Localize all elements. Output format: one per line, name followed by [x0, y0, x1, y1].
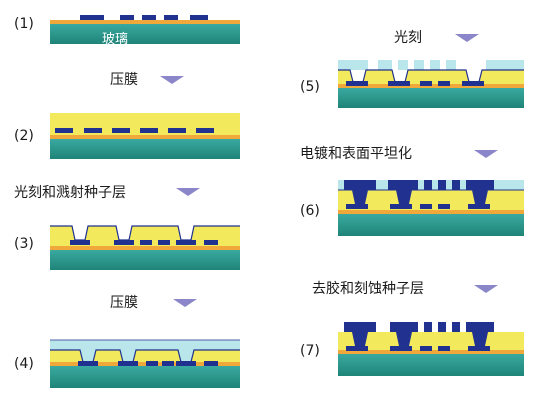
stage-3 [50, 225, 240, 270]
glass-substrate [50, 139, 240, 159]
via-openings [72, 226, 194, 240]
via-openings [80, 350, 194, 362]
stage-1 [50, 15, 240, 44]
orange-layer [338, 210, 524, 214]
orange-layer [50, 20, 240, 24]
step-label-6: (6) [300, 203, 320, 219]
stage-7 [338, 322, 524, 376]
arrow-down-icon [474, 285, 498, 293]
metal-pads [78, 361, 218, 366]
step-label-4: (4) [14, 356, 34, 372]
resist-layer [50, 340, 240, 350]
step-label-1: (1) [14, 16, 34, 32]
caption-plating: 电镀和表面平坦化 [300, 146, 412, 162]
orange-layer [338, 350, 524, 354]
metal-pads [55, 128, 214, 133]
resist-pattern [338, 60, 524, 70]
step-label-7: (7) [300, 343, 320, 359]
stage-4 [50, 339, 240, 388]
metal-pads [70, 240, 218, 245]
caption-strip-etch: 去胶和刻蚀种子层 [312, 281, 424, 297]
step-label-2: (2) [14, 128, 34, 144]
step-label-5: (5) [300, 79, 320, 95]
caption-litho: 光刻 [394, 30, 422, 46]
glass-substrate [338, 214, 524, 236]
glass-substrate [50, 250, 240, 270]
plated-copper [344, 322, 494, 351]
plated-copper [344, 180, 494, 209]
orange-layer [50, 362, 240, 366]
orange-layer [50, 246, 240, 250]
glass-label: 玻璃 [102, 32, 129, 47]
arrow-down-icon [173, 299, 197, 307]
stage-2 [50, 113, 240, 159]
via-openings [350, 70, 482, 82]
metal-pads [346, 81, 484, 86]
stage-5 [338, 60, 524, 108]
orange-layer [50, 135, 240, 139]
step-label-3: (3) [14, 236, 34, 252]
glass-substrate [50, 366, 240, 388]
glass-substrate [338, 354, 524, 376]
arrow-down-icon [474, 150, 498, 158]
glass-substrate [50, 24, 240, 44]
glass-substrate [338, 88, 524, 108]
caption-laminate-1: 压膜 [110, 72, 138, 88]
caption-litho-sputter: 光刻和溅射种子层 [14, 185, 126, 201]
stage-6 [338, 180, 524, 236]
metal-pads [80, 15, 208, 20]
arrow-down-icon [160, 76, 184, 84]
film-layer [50, 350, 240, 362]
arrow-down-icon [455, 34, 479, 42]
arrow-down-icon [176, 188, 200, 196]
caption-laminate-2: 压膜 [110, 295, 138, 311]
